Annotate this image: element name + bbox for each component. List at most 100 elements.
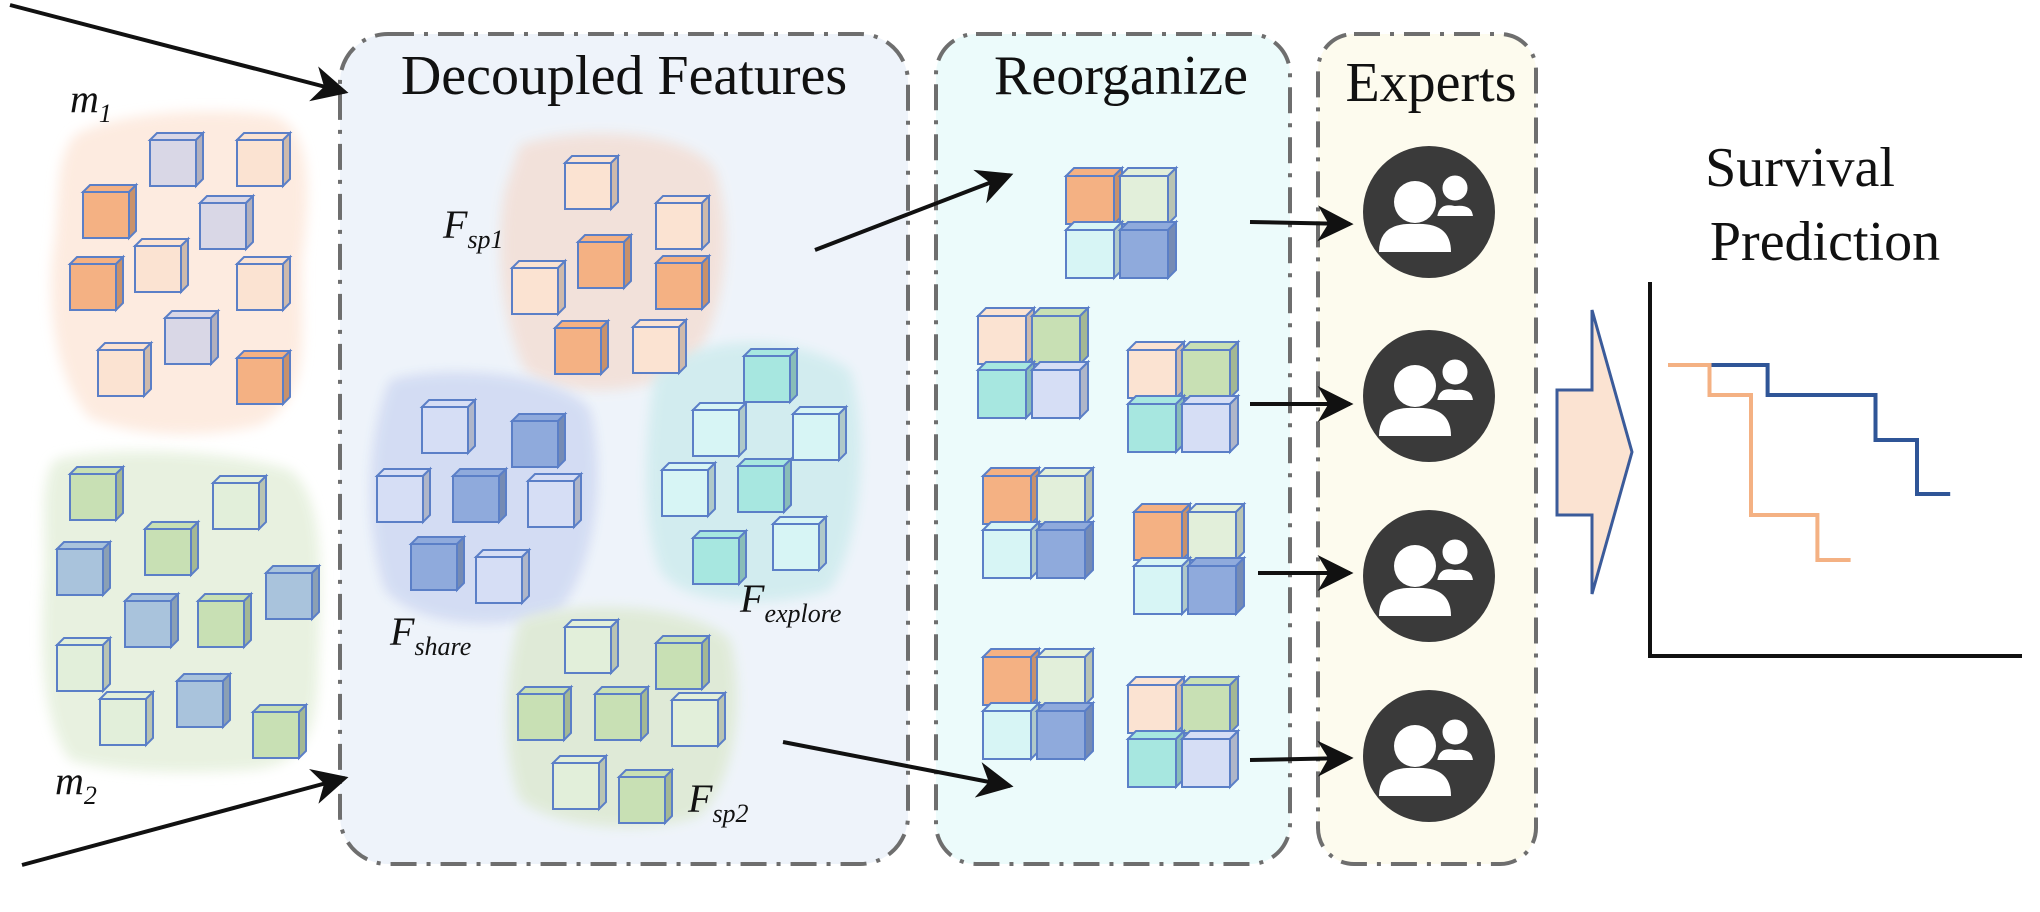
user-group-icon (1363, 510, 1495, 642)
reorganized-group-2b-cube (1125, 339, 1187, 401)
group4-to-expert-arrow (1249, 740, 1354, 777)
prediction-title-line1: Survival (1705, 137, 1895, 199)
explore-cube (790, 404, 849, 463)
sp2-cube (550, 753, 609, 812)
reorganized-group-4b-cube (1179, 674, 1241, 736)
sp1-cube (653, 193, 712, 252)
reorganized-group-3a-cube (1034, 465, 1096, 527)
sp2-cube (592, 684, 651, 743)
modality-1-cube (162, 308, 221, 367)
modality-1-cube (67, 254, 126, 313)
reorganized-group-2b-cube (1179, 393, 1241, 455)
share-cube (419, 397, 478, 456)
reorganized-group-1-cube (1063, 219, 1125, 281)
m2-label: m2 (55, 758, 97, 810)
reorganized-group-4b-cube (1125, 728, 1187, 790)
reorganized-group-1-cube (1117, 219, 1179, 281)
modality-1-cube (234, 254, 293, 313)
sp1-to-reorganize-arrow (814, 169, 1014, 252)
reorganized-group-3b-cube (1185, 555, 1247, 617)
explore-cube (690, 400, 749, 459)
explore-cube (659, 460, 718, 519)
reorganized-group-1-cube (1117, 165, 1179, 227)
reorganized-group-2a-cube (1029, 359, 1091, 421)
survival-curve-blue (1668, 363, 1951, 496)
sp2-cube (616, 767, 675, 826)
share-cube (450, 466, 509, 525)
sp1-cube (653, 253, 712, 312)
modality-1-cube (234, 348, 293, 407)
user-group-icon (1363, 690, 1495, 822)
sp1-cube (562, 153, 621, 212)
reorganized-group-2b-cube (1125, 393, 1187, 455)
reorganized-group-1-cube (1063, 165, 1125, 227)
modality-2-cube (263, 563, 322, 622)
share-cube (408, 534, 467, 593)
user-group-icon (1363, 146, 1495, 278)
modality-1-cube (234, 130, 293, 189)
modality-2-cube (67, 464, 126, 523)
modality-2-cube (97, 689, 156, 748)
reorganize-title: Reorganize (994, 45, 1248, 107)
experts-column (1363, 146, 1495, 822)
sp1-cube (630, 317, 689, 376)
reorganized-group-3b-cube (1131, 501, 1193, 563)
sp1-cube (509, 258, 568, 317)
reorganized-group-4b-cube (1125, 674, 1187, 736)
f-sp2-label: Fsp2 (687, 776, 749, 828)
reorganized-group-2b-cube (1179, 339, 1241, 401)
sp2-cube (562, 617, 621, 676)
sp2-cube (653, 633, 712, 692)
modality-2-cube (54, 635, 113, 694)
reorganized-group-3a-cube (980, 465, 1042, 527)
f-explore-label: Fexplore (739, 576, 841, 628)
input-arrow-top (9, 3, 349, 102)
prediction-title-line2: Prediction (1710, 211, 1940, 273)
survival-chart (1648, 282, 2022, 658)
reorganized-group-2a-cube (975, 359, 1037, 421)
reorganized-group-3a-cube (980, 519, 1042, 581)
sp2-to-reorganize-arrow (782, 740, 1014, 798)
sp2-cube (515, 684, 574, 743)
modality-1-cube (132, 236, 191, 295)
modality-2-cube (142, 519, 201, 578)
reorganized-group-3b-cube (1131, 555, 1193, 617)
reorganized-group-4b-cube (1179, 728, 1241, 790)
reorganized-group-2a-cube (1029, 305, 1091, 367)
explore-cube (741, 346, 800, 405)
reorganized-group-4a-cube (980, 700, 1042, 762)
reorganized-group-3a-cube (1034, 519, 1096, 581)
reorganized-group-2a-cube (975, 305, 1037, 367)
feature-cubes (54, 130, 1247, 826)
input-arrow-bottom (21, 769, 349, 867)
survival-curve-orange (1668, 363, 1851, 562)
share-cube (473, 547, 532, 606)
modality-2-cube (174, 671, 233, 730)
share-cube (509, 411, 568, 470)
modality-1-cube (197, 193, 256, 252)
sp1-cube (552, 318, 611, 377)
modality-2-cube (122, 591, 181, 650)
share-cube (374, 466, 433, 525)
explore-cube (735, 456, 794, 515)
modality-2-cube (250, 702, 309, 761)
modality-2-cube (54, 539, 113, 598)
group1-to-expert-arrow (1249, 205, 1354, 242)
modality-2-cube (195, 591, 254, 650)
reorganized-group-3b-cube (1185, 501, 1247, 563)
user-group-icon (1363, 330, 1495, 462)
modality-1-cube (80, 182, 139, 241)
reorganized-group-4a-cube (1034, 646, 1096, 708)
experts-title: Experts (1345, 52, 1516, 114)
decoupled-features-title: Decoupled Features (401, 45, 847, 107)
decoupled-features-panel (338, 32, 910, 866)
m1-label: m1 (70, 76, 112, 128)
sp2-cube (669, 690, 728, 749)
f-share-label: Fshare (389, 609, 471, 661)
reorganized-group-4a-cube (1034, 700, 1096, 762)
explore-cube (770, 514, 829, 573)
modality-2-cube (210, 473, 269, 532)
f-sp1-label: Fsp1 (442, 202, 504, 254)
share-cube (525, 471, 584, 530)
